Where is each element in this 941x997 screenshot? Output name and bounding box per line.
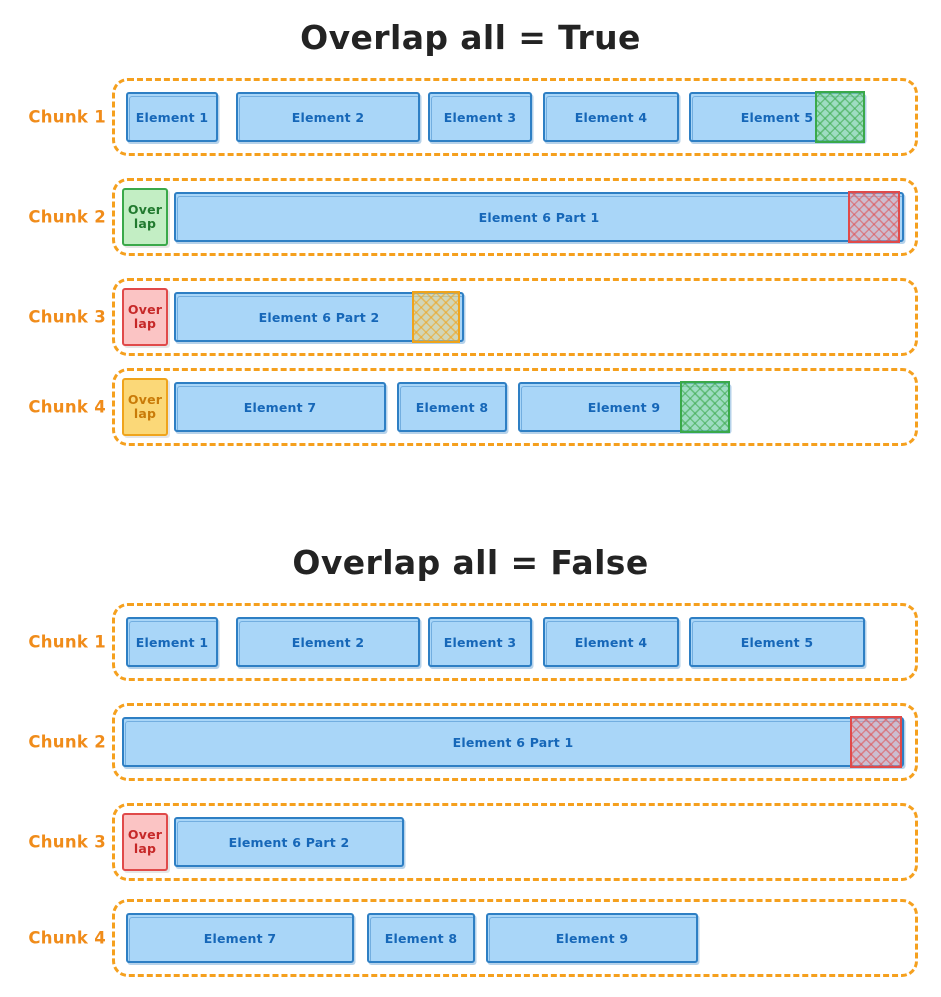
overlap-badge-line1: Over	[127, 202, 163, 217]
overlap-badge-line1: Over	[127, 827, 163, 842]
chunk-boundary	[112, 899, 918, 977]
element-box: Element 2	[236, 617, 420, 667]
element-label: Element 6 Part 2	[228, 834, 350, 850]
chunk-boundary	[112, 178, 918, 256]
element-box: Element 5	[689, 617, 865, 667]
chunk-label: Chunk 1	[28, 107, 106, 127]
overlap-hatch-marker	[815, 91, 865, 143]
element-box: Element 2	[236, 92, 420, 142]
chunk-boundary	[112, 278, 918, 356]
element-label: Element 6 Part 1	[452, 734, 574, 750]
chunk-content: Element 7 Element 8 Element 9	[112, 899, 918, 977]
element-label: Element 8	[384, 930, 458, 946]
element-label: Element 9	[587, 399, 661, 415]
element-box: Element 1	[126, 92, 218, 142]
overlap-badge-line2: lap	[133, 216, 157, 231]
chunk-boundary	[112, 803, 918, 881]
element-box: Element 6 Part 1	[174, 192, 904, 242]
overlap-badge-line2: lap	[133, 316, 157, 331]
element-label: Element 8	[415, 399, 489, 415]
chunk-boundary	[112, 78, 918, 156]
element-box: Element 8	[367, 913, 475, 963]
element-box: Element 4	[543, 92, 679, 142]
element-label: Element 7	[203, 930, 277, 946]
element-label: Element 2	[291, 109, 365, 125]
element-label: Element 3	[443, 109, 517, 125]
element-label: Element 2	[291, 634, 365, 650]
chunk-label: Chunk 4	[28, 928, 106, 948]
element-label: Element 4	[574, 109, 648, 125]
element-box: Element 9	[486, 913, 698, 963]
chunk-label: Chunk 3	[28, 307, 106, 327]
element-label: Element 6 Part 2	[258, 309, 380, 325]
element-label: Element 5	[740, 634, 814, 650]
overlap-badge-line1: Over	[127, 302, 163, 317]
chunk-label: Chunk 2	[28, 207, 106, 227]
chunk-label: Chunk 4	[28, 397, 106, 417]
element-box: Element 4	[543, 617, 679, 667]
chunk-row: Chunk 4 Element 7 Element 8 Element 9	[0, 899, 941, 977]
chunk-content: Element 6 Part 1	[112, 703, 918, 781]
element-label: Element 4	[574, 634, 648, 650]
chunk-boundary	[112, 603, 918, 681]
chunk-boundary	[112, 703, 918, 781]
element-label: Element 1	[135, 109, 209, 125]
element-box: Element 3	[428, 617, 532, 667]
overlap-badge-line2: lap	[133, 406, 157, 421]
chunk-content: Element 1 Element 2 Element 3 Element 4 Elem…	[112, 78, 918, 156]
overlap-badge-line2: lap	[133, 841, 157, 856]
element-label: Element 5	[740, 109, 814, 125]
overlap-hatch-marker	[680, 381, 730, 433]
element-label: Element 7	[243, 399, 317, 415]
chunk-row: Chunk 2 Element 6 Part 1	[0, 703, 941, 781]
element-label: Element 9	[555, 930, 629, 946]
element-box: Element 1	[126, 617, 218, 667]
overlap-hatch-marker	[848, 191, 900, 243]
section-title: Overlap all = True	[300, 18, 641, 57]
chunk-content: Element 1 Element 2 Element 3 Element 4 Elem…	[112, 603, 918, 681]
element-box: Element 6 Part 1	[122, 717, 904, 767]
chunk-label: Chunk 2	[28, 732, 106, 752]
element-box: Element 7	[174, 382, 386, 432]
chunk-label: Chunk 3	[28, 832, 106, 852]
element-box: Element 7	[126, 913, 354, 963]
element-label: Element 6 Part 1	[478, 209, 600, 225]
overlap-hatch-marker	[412, 291, 460, 343]
overlap-badge-line1: Over	[127, 392, 163, 407]
chunk-boundary	[112, 368, 918, 446]
element-label: Element 3	[443, 634, 517, 650]
element-label: Element 1	[135, 634, 209, 650]
element-box: Element 6 Part 2	[174, 817, 404, 867]
overlap-hatch-marker	[850, 716, 902, 768]
chunk-label: Chunk 1	[28, 632, 106, 652]
section-title: Overlap all = False	[292, 543, 649, 582]
element-box: Element 8	[397, 382, 507, 432]
element-box: Element 3	[428, 92, 532, 142]
